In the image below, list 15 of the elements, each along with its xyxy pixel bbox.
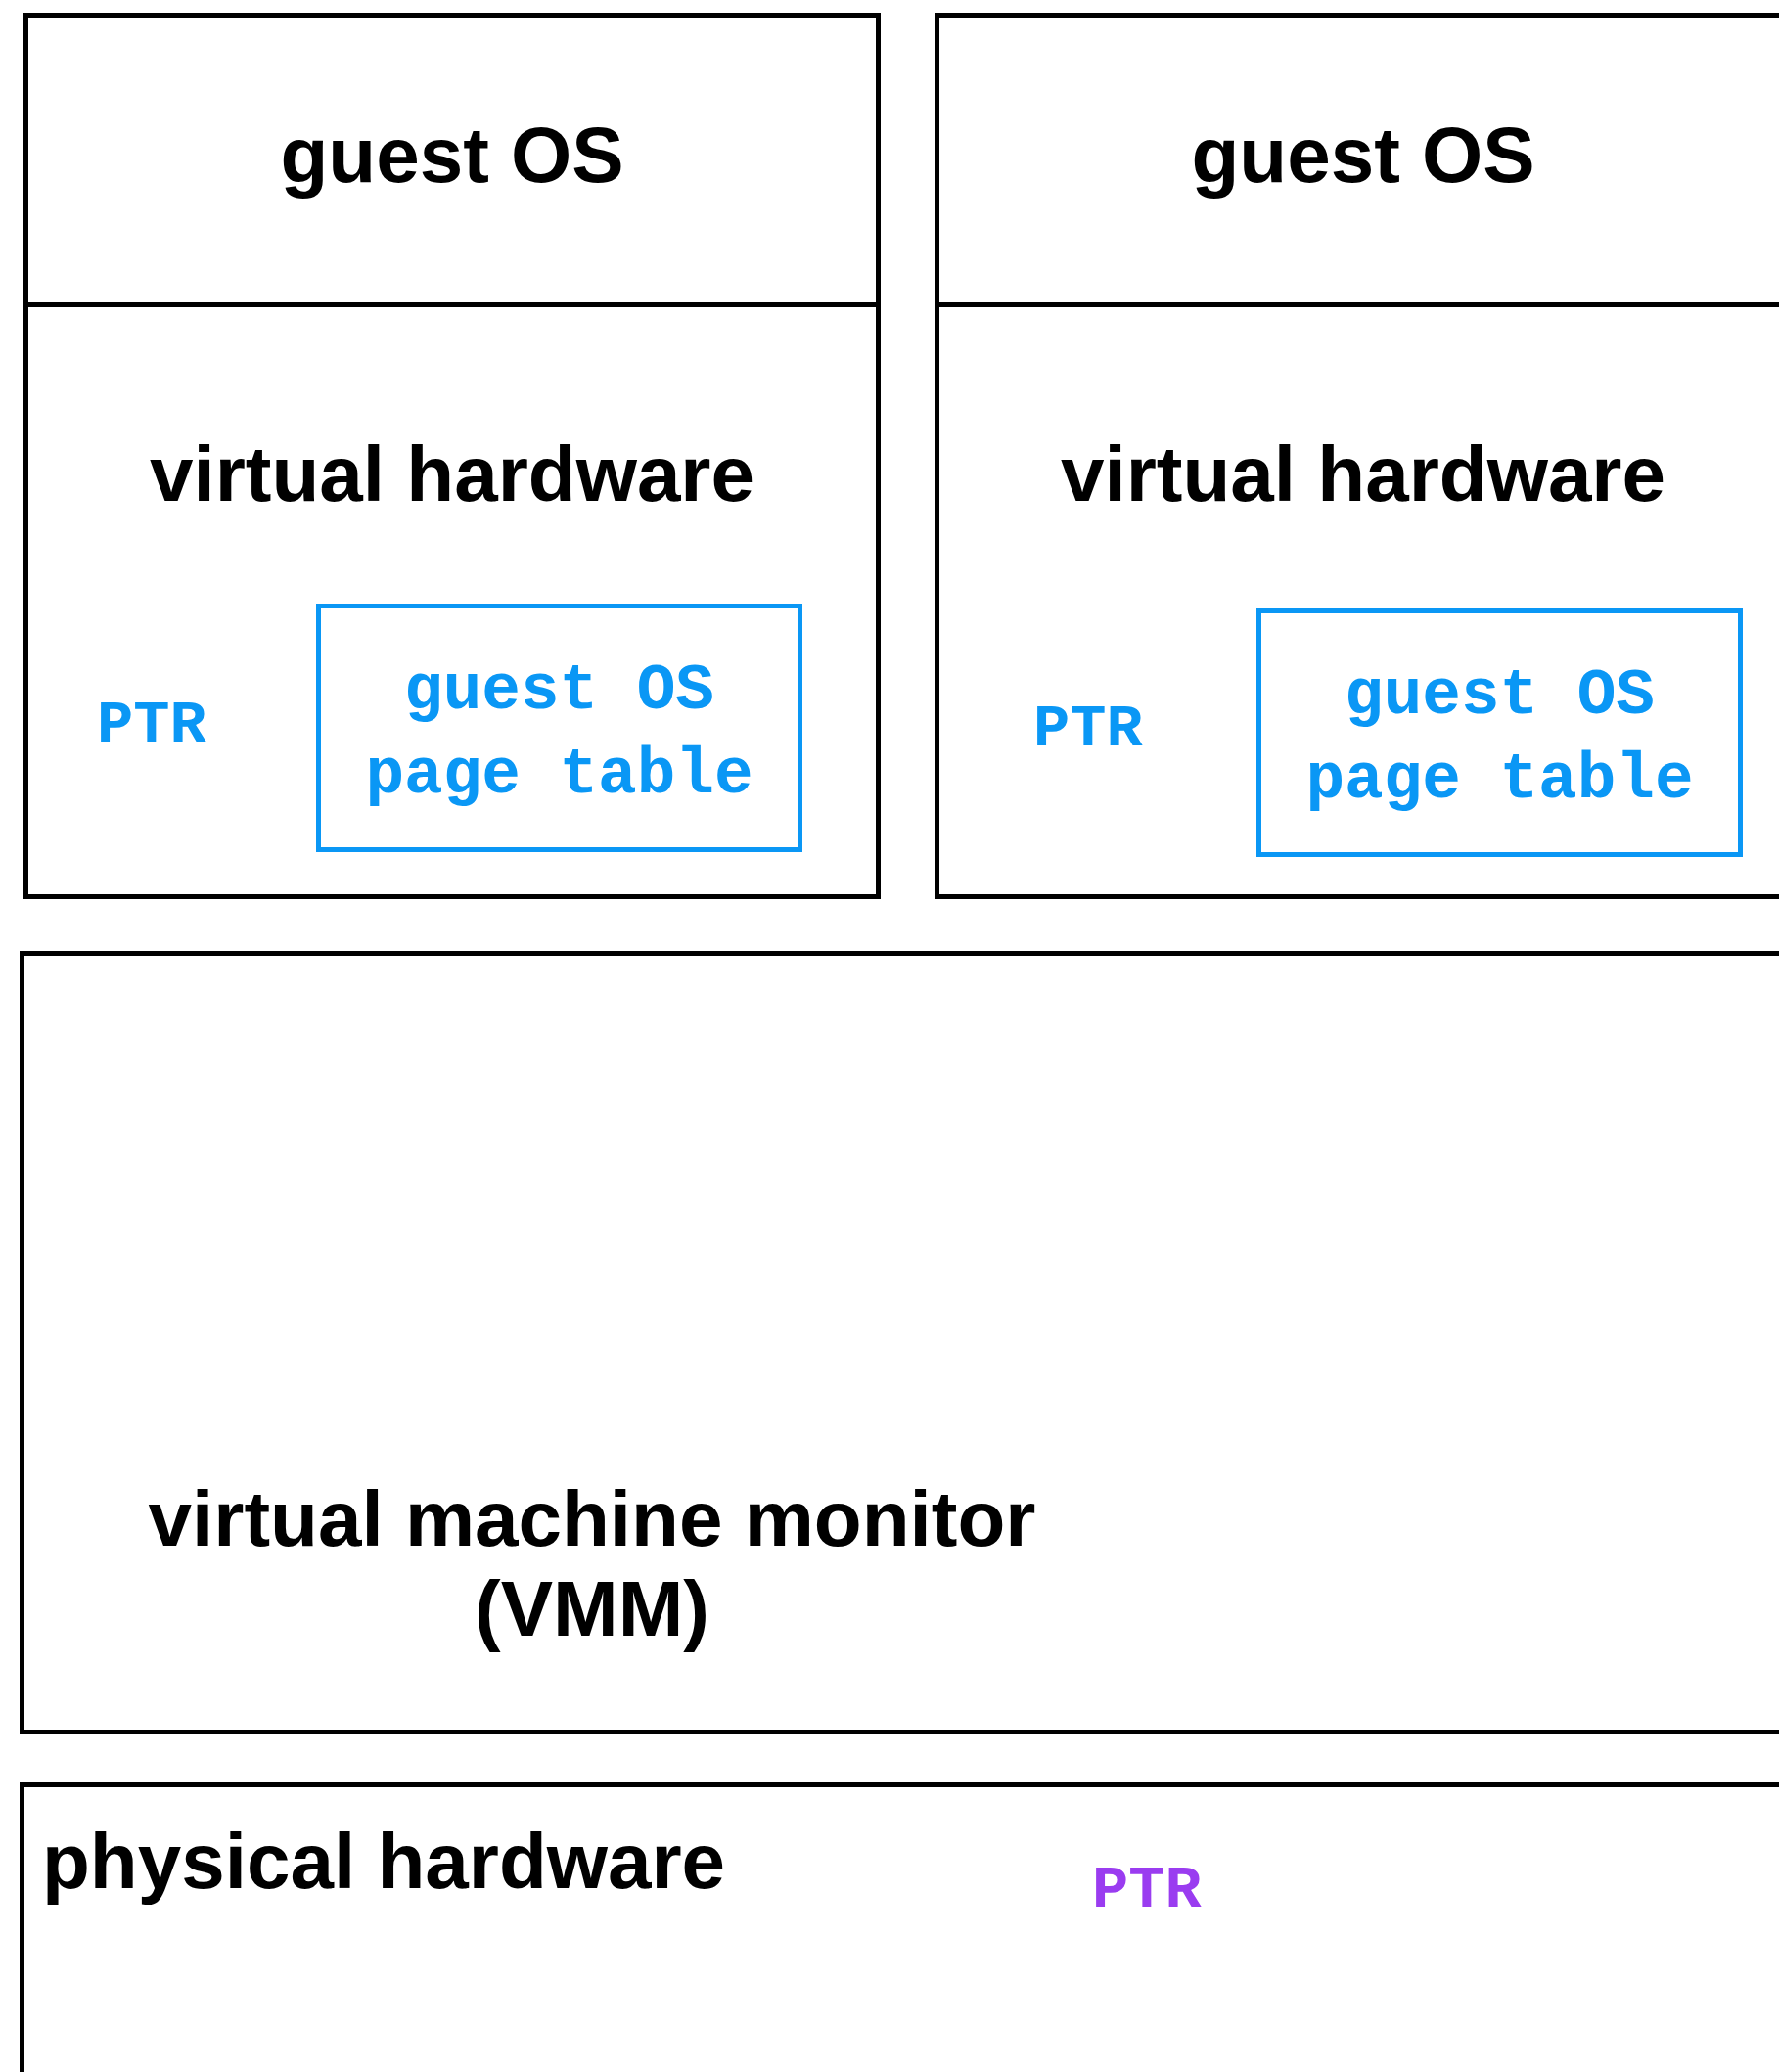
layer-box — [20, 1782, 1779, 2072]
register-label: PTR — [1092, 1856, 1202, 1925]
layer-label: virtual hardware — [1060, 429, 1666, 519]
page-table-label: guest OS page table — [1304, 658, 1695, 819]
page-table-label: guest OS page table — [364, 653, 754, 814]
layer-label: guest OS — [279, 111, 625, 201]
layer-label: physical hardware — [42, 1817, 727, 1907]
layer-label: virtual machine monitor (VMM) — [147, 1474, 1037, 1654]
layer-box — [20, 951, 1779, 1734]
layer-label: virtual hardware — [149, 429, 755, 519]
layer-label: guest OS — [1190, 111, 1536, 201]
page-table-box — [316, 604, 802, 852]
register-label: PTR — [1033, 695, 1143, 764]
page-table-box — [1256, 608, 1743, 857]
register-label: PTR — [97, 691, 206, 760]
